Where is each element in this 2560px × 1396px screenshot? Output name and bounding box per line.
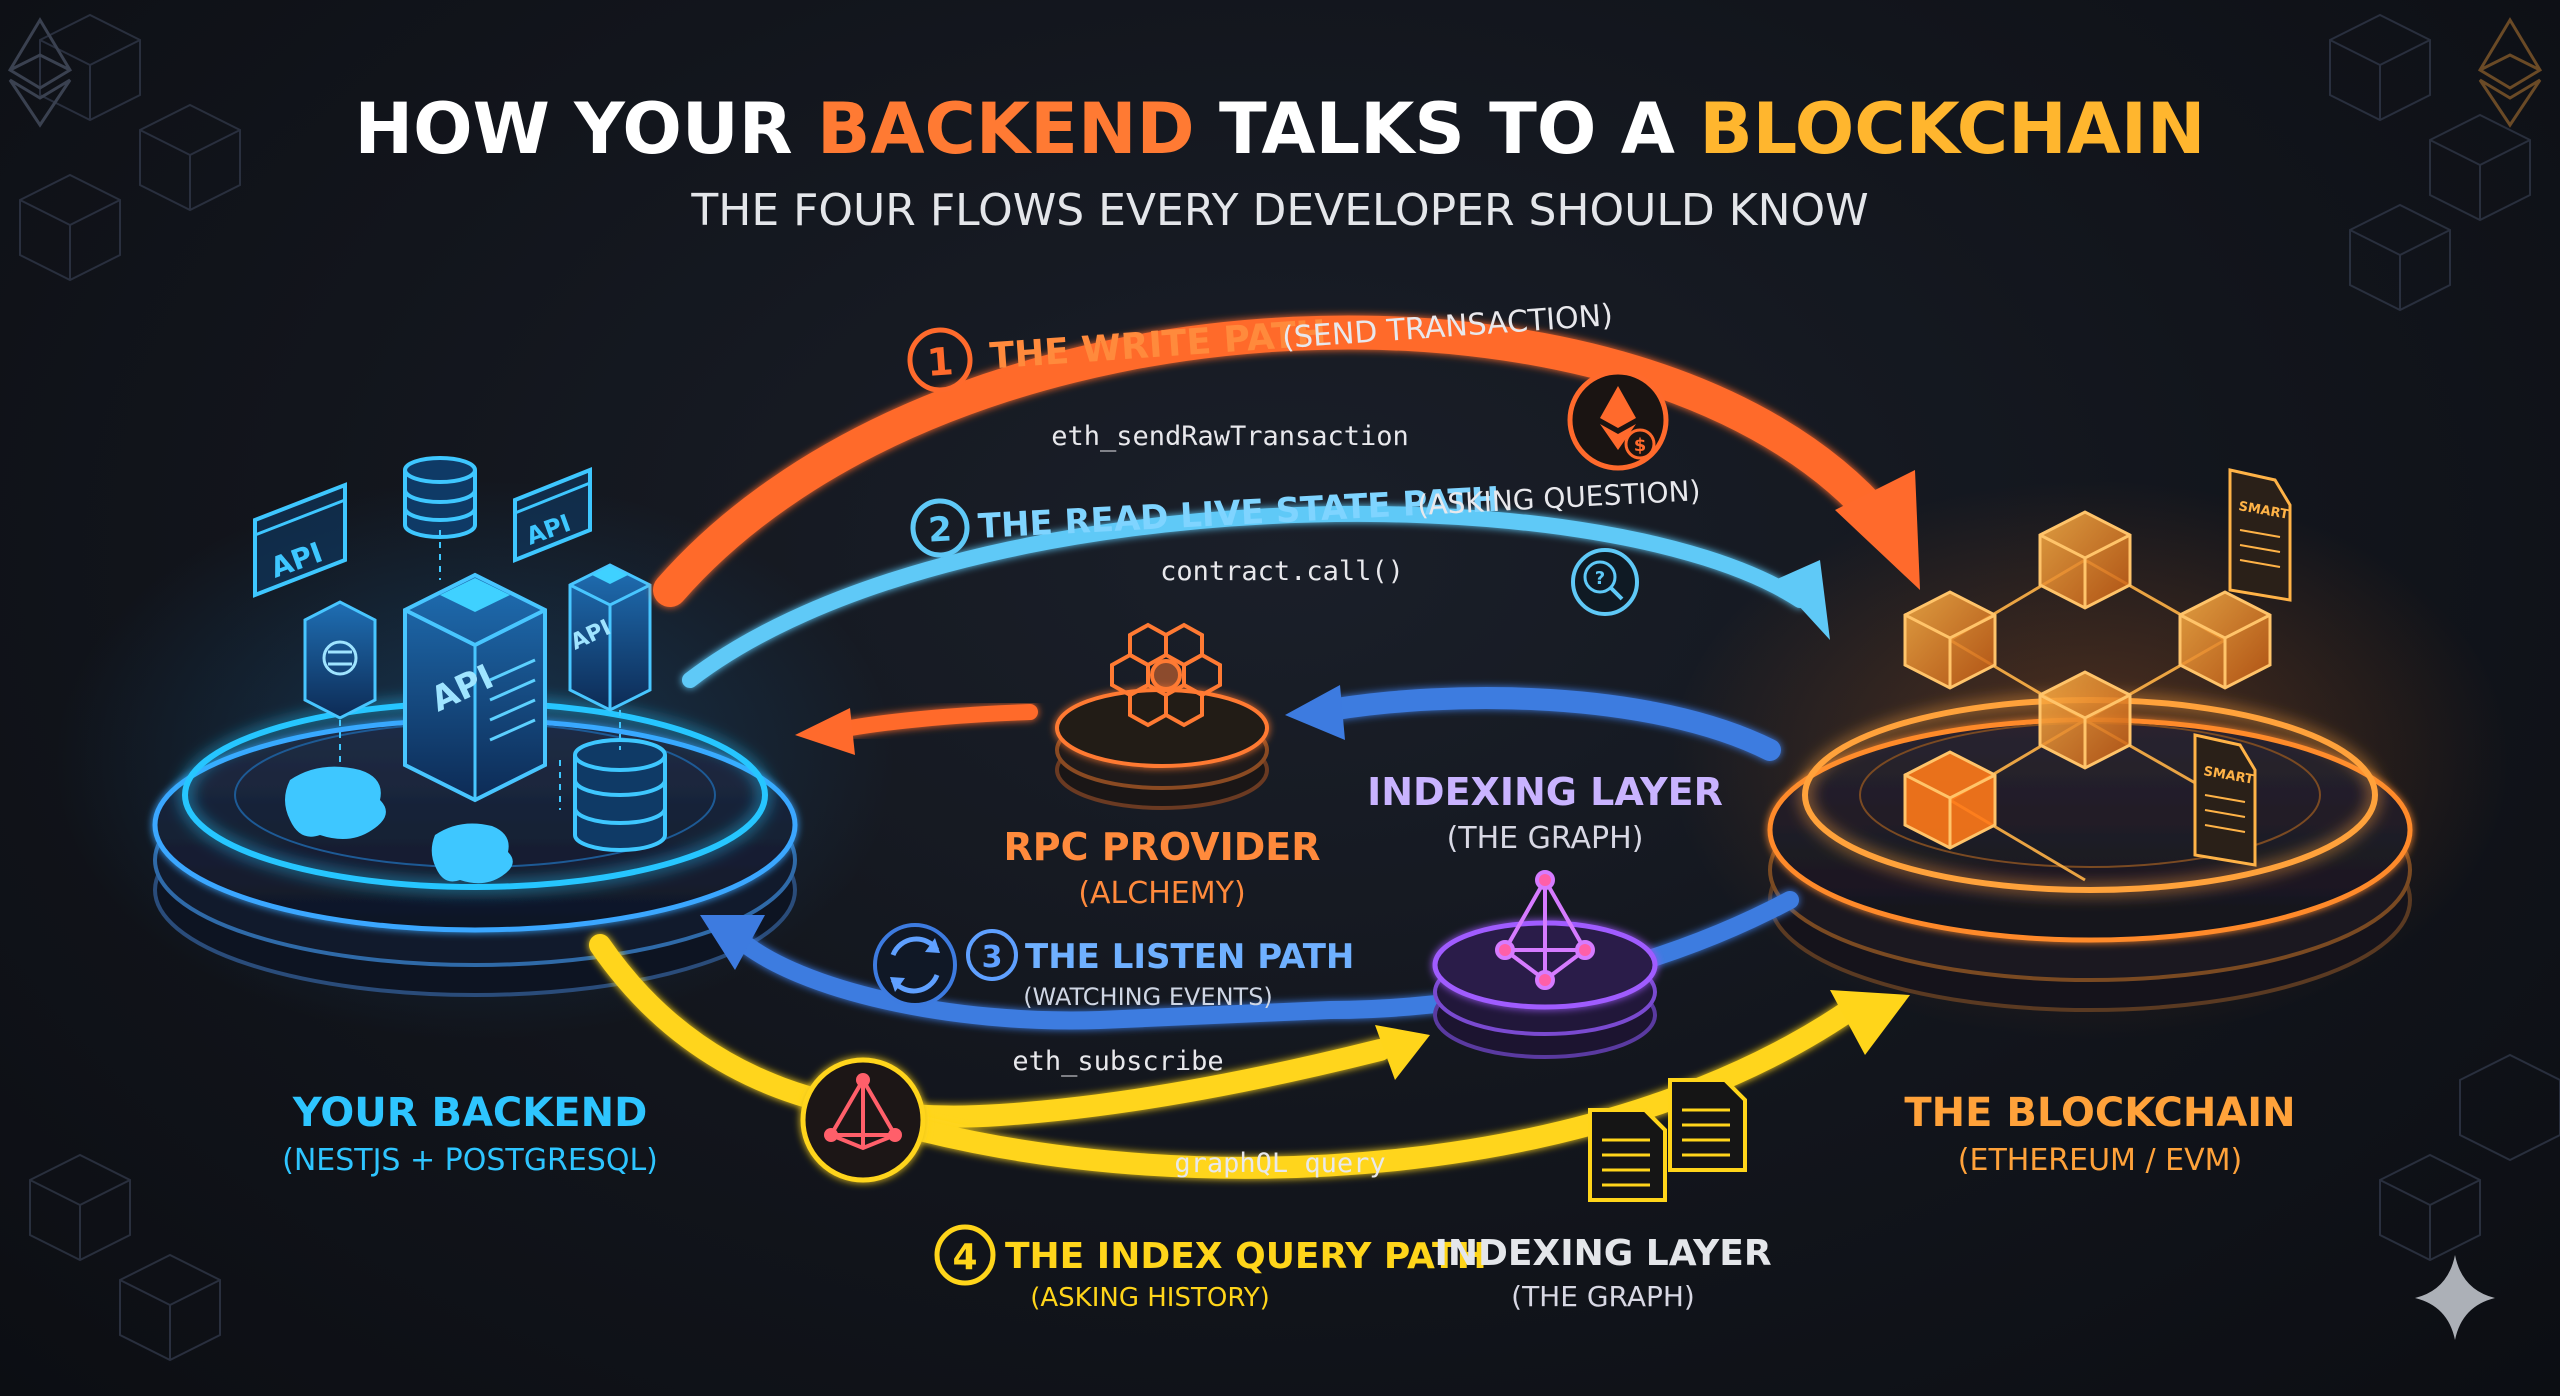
backend-title: YOUR BACKEND	[292, 1090, 648, 1136]
rpc-provider-title: RPC PROVIDER	[1004, 825, 1321, 869]
flow-2-number: 2	[927, 509, 953, 550]
flow-2-label: 2 THE READ LIVE STATE PATH (ASKING QUEST…	[910, 474, 1701, 558]
smart-contract-icon: SMART	[2193, 733, 2257, 867]
flow-3-method: eth_subscribe	[1012, 1046, 1223, 1077]
background-decoration	[19, 13, 2560, 1362]
graph-protocol-icon	[800, 1057, 926, 1183]
sparkle-icon	[2415, 1255, 2495, 1340]
return-arrow-rpc-to-backend	[795, 704, 1038, 755]
flow-3-number: 3	[982, 940, 1003, 975]
nestjs-logo-icon	[285, 766, 513, 884]
backend-subtitle: (NESTJS + POSTGRESQL)	[282, 1143, 658, 1178]
refresh-icon	[873, 923, 957, 1007]
flow-4-number: 4	[952, 1237, 977, 1278]
block-cube-icon	[1903, 590, 1997, 690]
cube-icon	[2329, 13, 2531, 312]
blockchain-platform: SMART SMART	[1767, 468, 2413, 1012]
page-subtitle: THE FOUR FLOWS EVERY DEVELOPER SHOULD KN…	[690, 185, 1868, 236]
rpc-provider-node	[1055, 622, 1269, 810]
flow-4-arrow	[589, 934, 1910, 1179]
indexing-layer-title: INDEXING LAYER	[1367, 770, 1723, 814]
page-title: HOW YOUR BACKEND TALKS TO A BLOCKCHAIN	[354, 88, 2205, 170]
svg-text:$: $	[1634, 435, 1647, 456]
graph-protocol-icon	[1495, 870, 1595, 990]
return-arrow-blockchain-to-rpc	[1285, 685, 1781, 761]
flow-3-title: THE LISTEN PATH	[1025, 937, 1354, 977]
cube-icon	[19, 13, 241, 282]
flow-1-title: THE WRITE PATH	[988, 313, 1327, 377]
indexing-layer-subtitle: (THE GRAPH)	[1447, 821, 1644, 856]
flow-2-method: contract.call()	[1160, 556, 1404, 587]
indexing-layer-lower-subtitle: (THE GRAPH)	[1511, 1280, 1695, 1313]
backend-connectors	[339, 530, 621, 810]
ethereum-icon	[2477, 17, 2543, 128]
database-icon	[403, 456, 477, 539]
flow-1-arrow	[653, 315, 1920, 607]
smart-contract-icon: SMART	[2228, 468, 2292, 602]
cube-icon	[2379, 1053, 2560, 1262]
indexing-layer-lower-title: INDEXING LAYER	[1434, 1233, 1771, 1274]
flow-4-label: 4 THE INDEX QUERY PATH (ASKING HISTORY)	[934, 1224, 1487, 1313]
database-icon	[573, 738, 667, 852]
flow-4-note: (ASKING HISTORY)	[1030, 1283, 1270, 1313]
hexagon-cluster-icon	[1110, 622, 1222, 728]
api-window-icon: API	[253, 482, 347, 598]
search-question-icon: ?	[1571, 548, 1639, 616]
cube-icon	[29, 1153, 221, 1362]
rpc-provider-subtitle: (ALCHEMY)	[1078, 876, 1245, 911]
svg-text:?: ?	[1595, 568, 1605, 589]
ethereum-icon	[7, 17, 73, 128]
document-icon	[1588, 1108, 1667, 1202]
blockchain-title: THE BLOCKCHAIN	[1904, 1090, 2295, 1136]
block-cube-icon	[2038, 670, 2132, 770]
indexer-node	[1432, 870, 1658, 1059]
block-cube-icon	[2178, 590, 2272, 690]
document-icon	[1668, 1078, 1747, 1172]
server-icon	[303, 600, 377, 720]
block-cube-icon	[2038, 510, 2132, 610]
server-icon: API	[403, 572, 547, 803]
backend-platform: API API API API	[152, 456, 798, 997]
flow-1-method: eth_sendRawTransaction	[1051, 421, 1409, 452]
flow-2-arrow	[682, 505, 1830, 688]
server-icon: API	[567, 563, 652, 712]
api-window-icon: API	[513, 467, 592, 563]
flow-1-label: 1 THE WRITE PATH (SEND TRANSACTION)	[907, 298, 1614, 393]
ethereum-coin-icon: $	[1567, 369, 1669, 471]
flow-3-label: 3 THE LISTEN PATH (WATCHING EVENTS)	[966, 929, 1354, 1011]
flow-3-note: (WATCHING EVENTS)	[1023, 983, 1273, 1011]
block-cube-icon	[1903, 750, 1997, 850]
flow-4-title: THE INDEX QUERY PATH	[1005, 1236, 1487, 1277]
blockchain-subtitle: (ETHEREUM / EVM)	[1958, 1143, 2242, 1178]
flow-1-number: 1	[925, 339, 954, 385]
flow-4-method: graphQL query	[1174, 1148, 1385, 1179]
